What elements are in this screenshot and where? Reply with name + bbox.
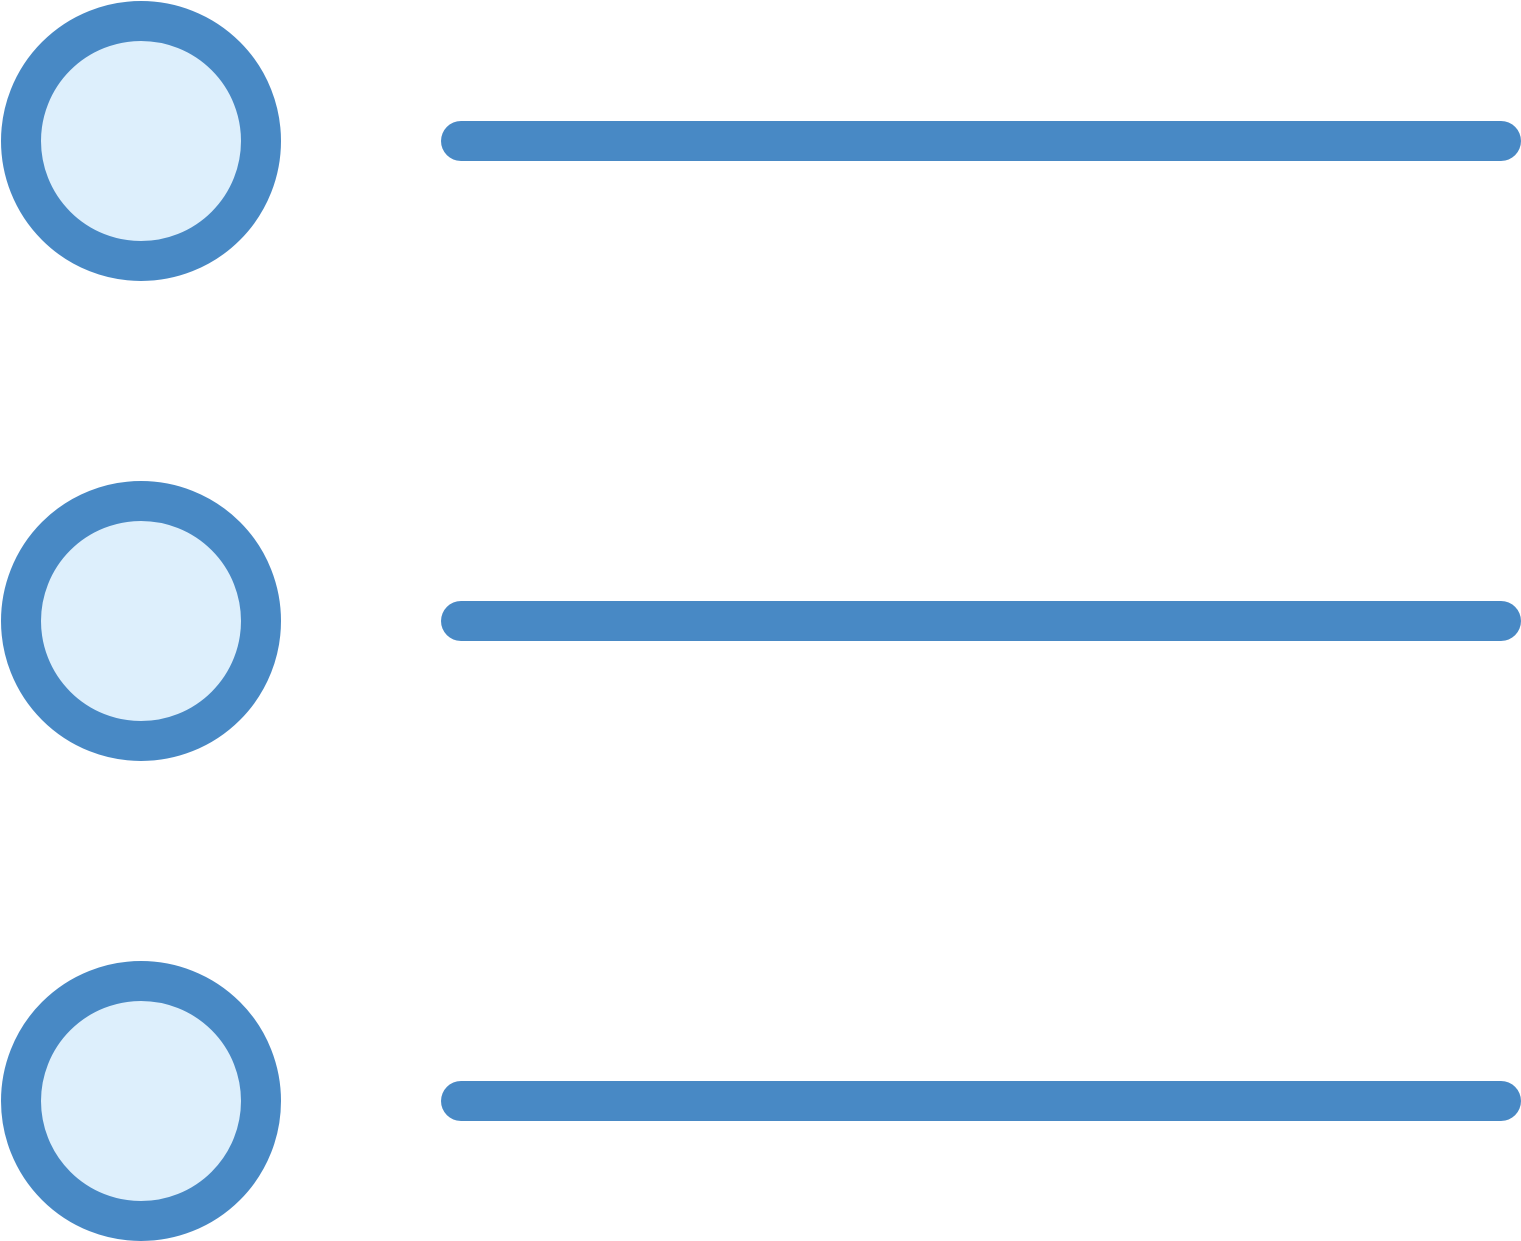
list-item-2 [1, 481, 1521, 761]
list-item-3 [1, 961, 1521, 1241]
bullet-circle-1 [1, 1, 281, 281]
bullet-circle-3 [1, 961, 281, 1241]
bullet-circle-2 [1, 481, 281, 761]
list-item-1 [1, 1, 1521, 281]
